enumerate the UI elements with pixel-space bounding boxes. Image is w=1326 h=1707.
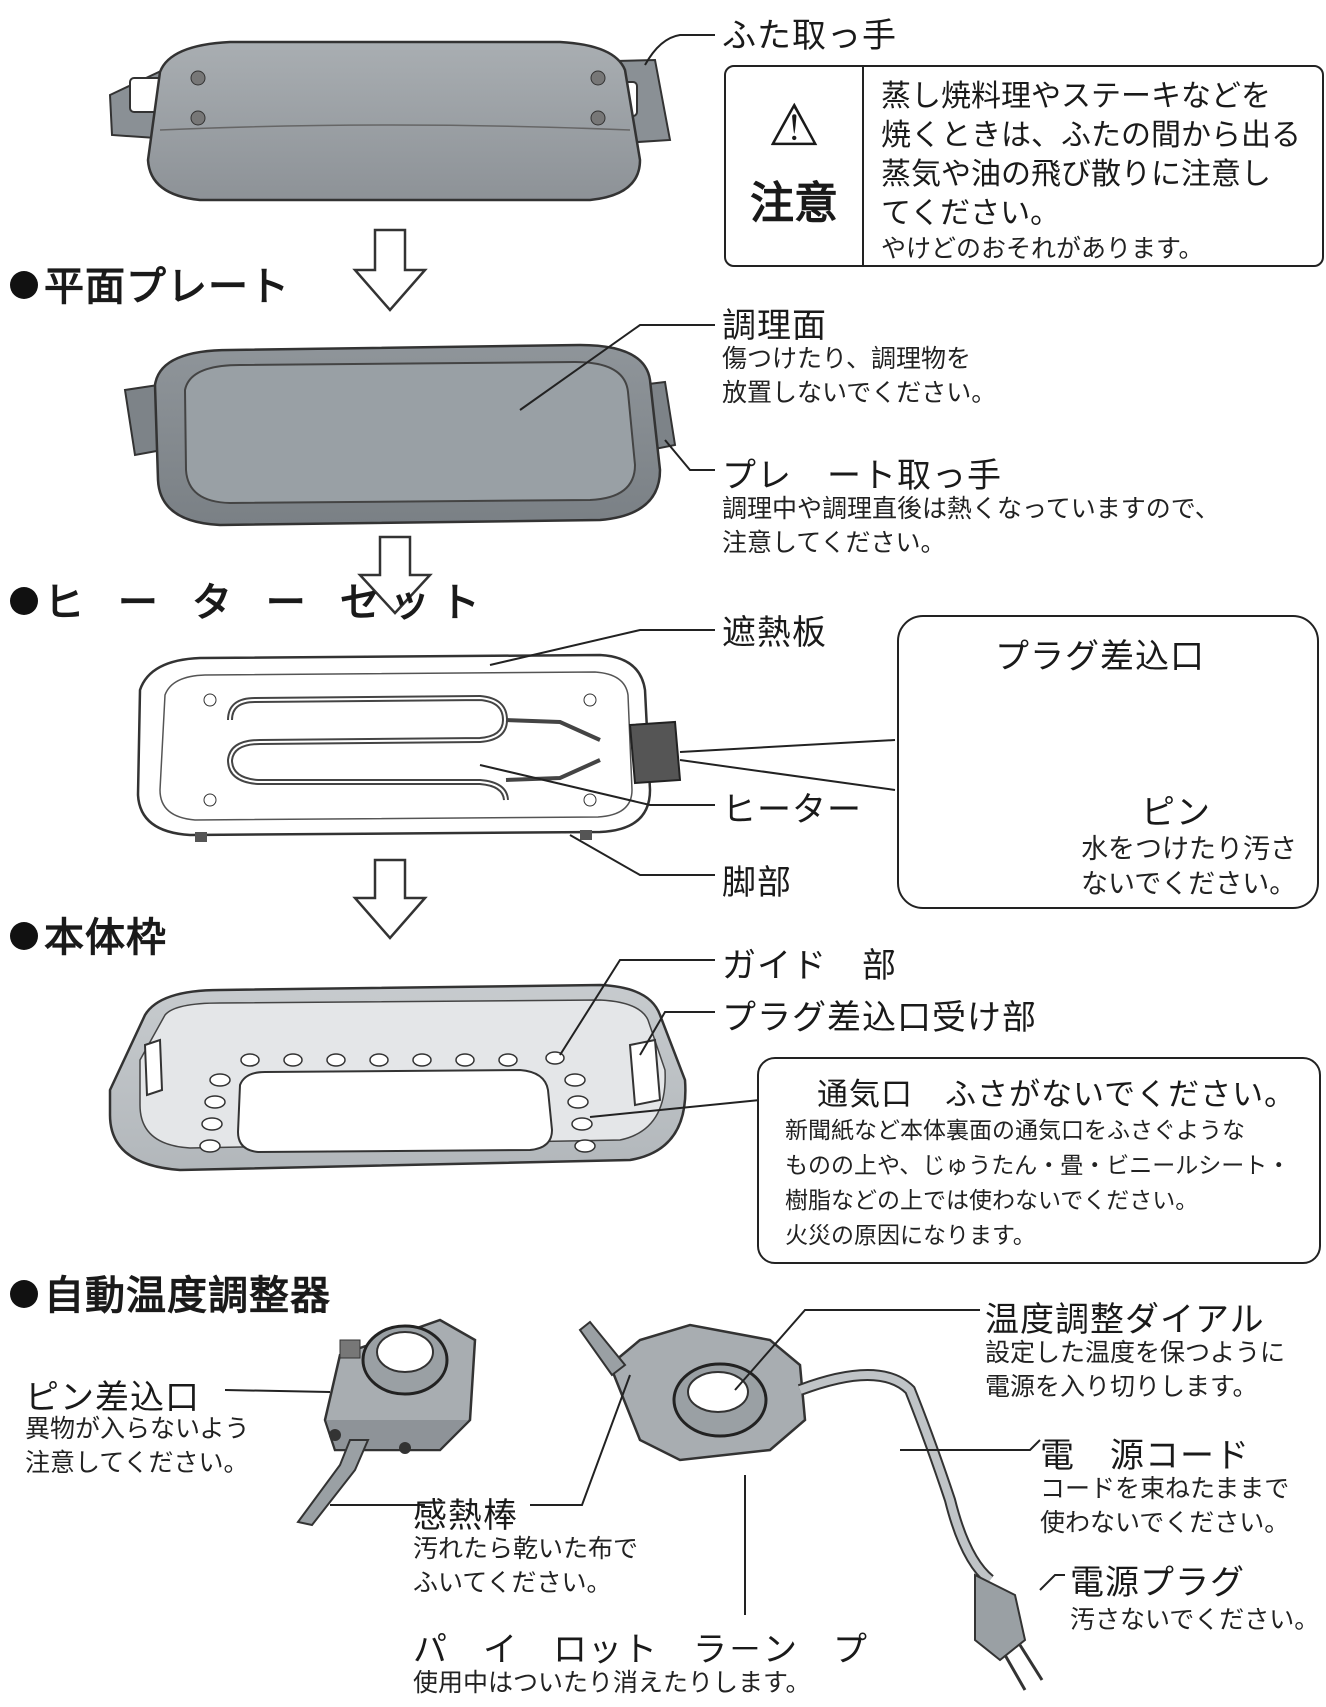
label-heater: ヒーター: [722, 790, 862, 830]
label-sensor-rod: 感熱棒: [413, 1496, 518, 1536]
vent-title: 通気口 ふさがないでください。: [817, 1077, 1297, 1113]
plate-handle-note: 調理中や調理直後は熱くなっていますので、 注意してください。: [722, 494, 1220, 557]
cooking-surface-note: 傷つけたり、調理物を 放置しないでください。: [722, 344, 997, 407]
caution-title: 注意: [750, 178, 838, 229]
label-guide: ガイド 部: [722, 946, 897, 986]
label-pin: ピン: [1141, 793, 1211, 833]
label-legs: 脚部: [722, 863, 792, 903]
label-heat-shield: 遮熱板: [722, 613, 827, 653]
plate-illustration: [123, 343, 677, 527]
vent-text: 新聞紙など本体裏面の通気口をふさぐような ものの上や、じゅうたん・畳・ビニールシ…: [785, 1118, 1291, 1249]
lid-illustration: [108, 40, 672, 202]
label-cord: 電 源コード: [1040, 1436, 1250, 1476]
label-plate-handle: プレ ート取っ手: [722, 456, 1002, 496]
plug-note: 汚さないでください。: [1070, 1605, 1320, 1634]
label-dial: 温度調整ダイアル: [985, 1300, 1265, 1340]
down-arrows: [352, 228, 433, 940]
thermostat-right-illustration: [578, 1320, 1044, 1691]
dial-note: 設定した温度を保つように 電源を入り切りします。: [985, 1338, 1286, 1401]
label-pilot-lamp: パ イ ロット ラ－ン プ: [413, 1630, 868, 1670]
frame-illustration: [108, 983, 687, 1172]
pin-inlet-note: 異物が入らないよう 注意してください。: [25, 1414, 250, 1477]
bullet-icon: [10, 587, 38, 615]
section-title-heater-set: ヒ ー タ ー セット: [10, 570, 490, 628]
section-title-thermostat: 自動温度調整器: [10, 1263, 331, 1321]
vent-box: 通気口 ふさがないでください。 新聞紙など本体裏面の通気口をふさぐような ものの…: [757, 1057, 1321, 1264]
caution-text: 蒸し焼料理やステーキなどを 焼くときは、ふたの間から出る 蒸気や油の飛び散りに注…: [881, 79, 1301, 231]
label-pin-inlet: ピン差込口: [25, 1378, 200, 1418]
caution-subtext: やけどのおそれがあります。: [881, 234, 1204, 263]
label-cooking-surface: 調理面: [722, 306, 827, 346]
label-lid-handle: ふた取っ手: [722, 16, 897, 56]
plug-inlet-title: プラグ差込口: [995, 637, 1205, 677]
bullet-icon: [10, 922, 38, 950]
pilot-lamp-note: 使用中はついたり消えたりします。: [413, 1668, 811, 1697]
sensor-rod-note: 汚れたら乾いた布で ふいてください。: [413, 1534, 639, 1597]
plug-inlet-note: 水をつけたり汚さ ないでください。: [1081, 834, 1297, 900]
label-plug: 電源プラグ: [1070, 1563, 1245, 1603]
section-title-flat-plate: 平面プレート: [10, 254, 290, 312]
heater-illustration: [136, 653, 682, 842]
warning-icon: ⚠: [768, 91, 820, 159]
caution-header: ⚠ 注意: [726, 67, 864, 265]
section-title-body-frame: 本体枠: [10, 905, 167, 963]
bullet-icon: [10, 1280, 38, 1308]
thermostat-left-illustration: [296, 1318, 477, 1527]
label-plug-receiver: プラグ差込口受け部: [722, 998, 1037, 1038]
cord-note: コードを束ねたままで 使わないでください。: [1040, 1474, 1290, 1537]
leader-lines: [224, 34, 1065, 1615]
caution-box: ⚠ 注意 蒸し焼料理やステーキなどを 焼くときは、ふたの間から出る 蒸気や油の飛…: [724, 65, 1324, 267]
bullet-icon: [10, 271, 38, 299]
plug-inlet-box: プラグ差込口 ピン 水をつけたり汚さ ないでください。: [897, 615, 1319, 909]
